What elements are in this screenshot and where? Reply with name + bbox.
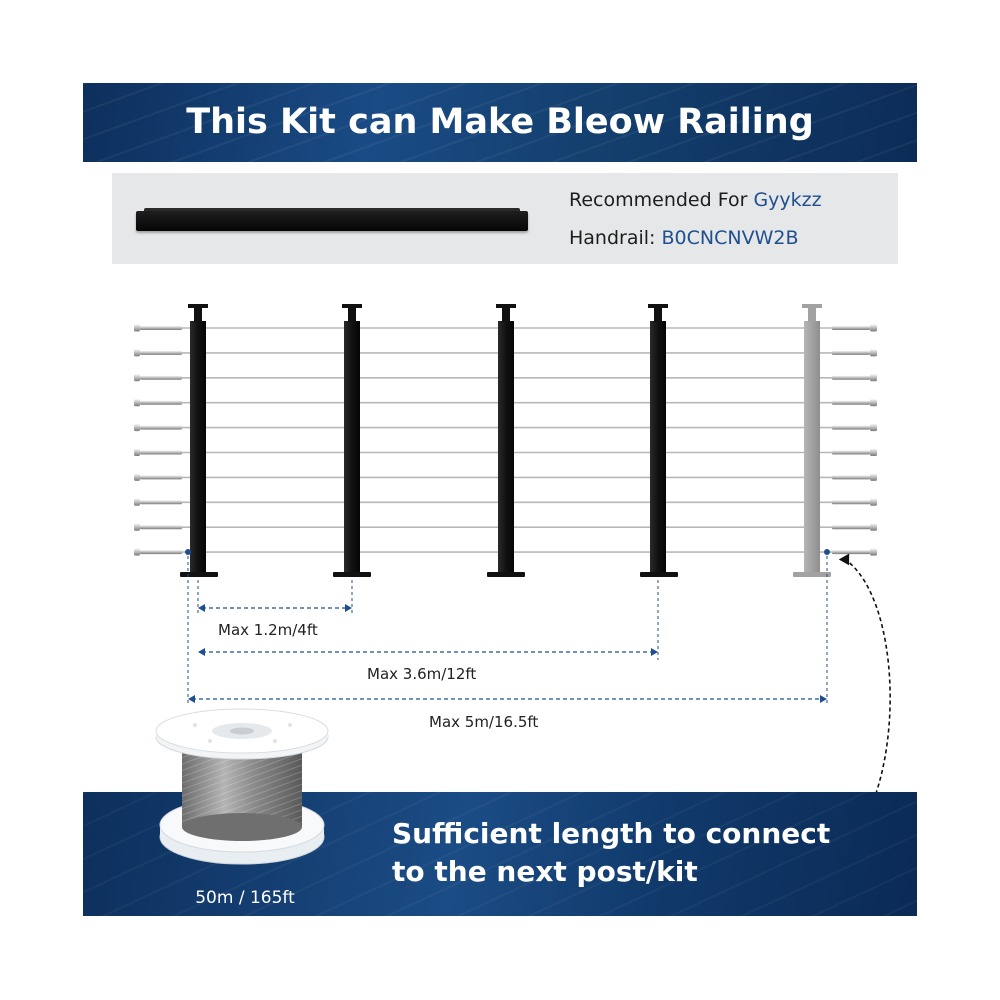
right-tensioner: [832, 449, 877, 456]
dimension-label-post-spacing: Max 1.2m/4ft: [218, 621, 318, 639]
left-tensioner: [134, 399, 182, 407]
left-tensioner: [134, 449, 182, 456]
brand-name: Gyykzz: [753, 189, 822, 211]
left-tensioner: [134, 548, 182, 556]
handrail-code: B0CNCNVW2B: [661, 227, 799, 249]
right-tensioner: [832, 523, 877, 531]
right-tensioner: [832, 324, 877, 332]
recommended-for-line: Recommended For Gyykzz: [569, 189, 822, 211]
cable-spool-image: [155, 708, 329, 865]
arrow-heads: [188, 604, 827, 703]
post-1: [180, 304, 218, 577]
right-tensioner-fittings: [832, 324, 877, 556]
left-tensioner: [134, 523, 182, 531]
left-tensioner: [134, 424, 182, 432]
right-tensioner: [832, 548, 877, 556]
end-marker-dot: [824, 549, 830, 555]
dimension-label-full-span: Max 5m/16.5ft: [429, 713, 539, 731]
callout-line-2: to the next post/kit: [392, 855, 698, 888]
handrail-label: Handrail:: [569, 227, 662, 249]
right-tensioner: [832, 349, 877, 357]
recommended-for-label: Recommended For: [569, 189, 754, 211]
post-5-next-kit: [793, 304, 831, 577]
left-tensioner: [134, 349, 182, 357]
dimension-guides: [187, 556, 828, 705]
right-tensioner: [832, 374, 877, 382]
callout-line-1: Sufficient length to connect: [392, 817, 831, 850]
handrail-recommendation-panel: Recommended For Gyykzz Handrail: B0CNCNV…: [112, 173, 898, 264]
right-tensioner: [832, 498, 877, 506]
left-tensioner: [134, 324, 182, 332]
right-tensioner: [832, 424, 877, 432]
dimension-label-mid-span: Max 3.6m/12ft: [367, 665, 477, 683]
handrail-image: [136, 208, 528, 231]
right-tensioner: [832, 399, 877, 407]
left-tensioner-fittings: [134, 324, 182, 556]
page-title: This Kit can Make Bleow Railing Construc…: [186, 102, 814, 142]
dimension-arrows: [192, 607, 823, 700]
callout-text: Sufficient length to connect to the next…: [392, 815, 830, 891]
left-tensioner: [134, 473, 182, 481]
handrail-code-line: Handrail: B0CNCNVW2B: [569, 227, 799, 249]
header-banner: This Kit can Make Bleow Railing Construc…: [83, 83, 917, 162]
post-4: [640, 304, 678, 577]
post-3: [487, 304, 525, 577]
right-tensioner: [832, 473, 877, 481]
start-marker-dot: [185, 549, 191, 555]
spool-length-caption: 50m / 165ft: [195, 888, 295, 908]
left-tensioner: [134, 374, 182, 382]
post-2: [333, 304, 371, 577]
left-tensioner: [134, 498, 182, 506]
callout-arrow-head: [838, 553, 850, 566]
